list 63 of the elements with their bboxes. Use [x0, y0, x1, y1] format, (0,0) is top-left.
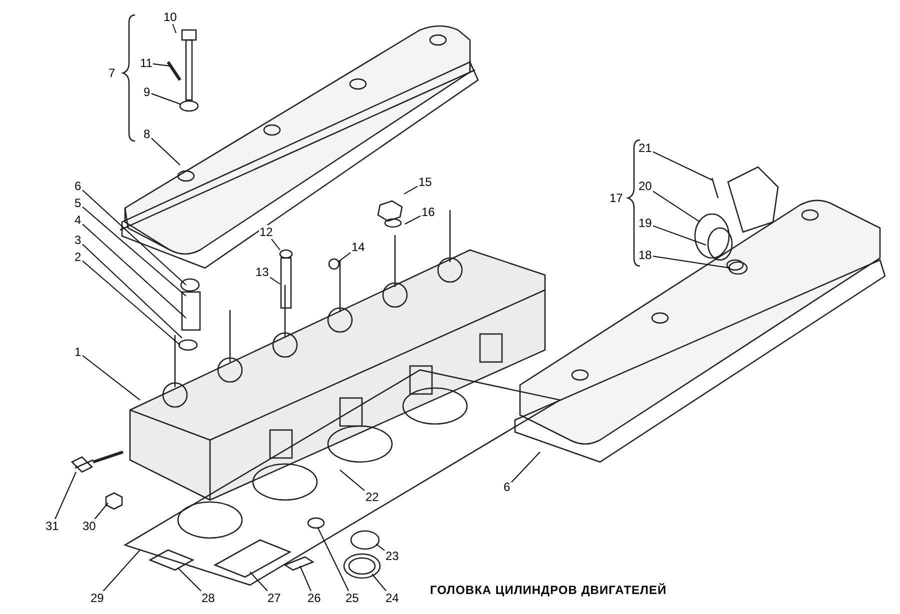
leader-line — [82, 354, 140, 400]
callout-number: 13 — [254, 265, 270, 279]
callout-number: 24 — [384, 591, 400, 605]
leader-line — [652, 256, 730, 268]
leader-line — [511, 452, 540, 483]
leader-line — [652, 151, 712, 180]
callout-number: 20 — [638, 179, 653, 193]
callout-number: 22 — [364, 490, 380, 504]
callout-number: 17 — [608, 191, 624, 205]
callout-number: 8 — [142, 127, 152, 141]
callout-number: 7 — [108, 66, 116, 80]
callout-number: 25 — [344, 591, 360, 605]
callout-number: 1 — [74, 345, 82, 359]
leader-line — [151, 138, 180, 166]
callout-number: 30 — [82, 519, 97, 533]
callout-number: 6 — [74, 179, 82, 193]
callout-number: 23 — [384, 549, 400, 563]
leader-line — [338, 252, 351, 262]
callout-number: 27 — [266, 591, 282, 605]
callout-number: 21 — [638, 141, 653, 155]
callout-number: 29 — [90, 591, 105, 605]
leader-line — [102, 550, 140, 592]
callout-number: 6 — [502, 480, 512, 494]
leader-line — [82, 224, 186, 318]
leader-line — [300, 566, 312, 592]
leader-line — [82, 206, 186, 296]
callout-number: 5 — [74, 196, 82, 210]
callout-number: 11 — [139, 56, 154, 70]
leader-line — [652, 190, 700, 222]
callout-number: 14 — [350, 240, 366, 254]
callout-number: 4 — [74, 213, 82, 227]
callout-number: 16 — [420, 205, 436, 219]
leader-line — [82, 190, 186, 286]
leader-line — [652, 225, 706, 246]
leader-line — [152, 63, 170, 66]
leader-line — [82, 244, 182, 338]
leader-line — [340, 470, 365, 492]
callout-number: 18 — [638, 248, 653, 262]
leader-line — [178, 568, 202, 592]
leader-line — [151, 93, 180, 104]
callout-number: 10 — [162, 10, 178, 24]
callout-number: 26 — [306, 591, 322, 605]
callout-number: 15 — [418, 175, 433, 189]
leader-line — [250, 572, 268, 592]
leader-line — [172, 24, 176, 34]
leader-line — [54, 472, 76, 520]
callout-number: 3 — [74, 233, 82, 247]
callout-number: 12 — [258, 225, 274, 239]
callout-number: 31 — [44, 519, 60, 533]
leader-line — [82, 260, 180, 346]
leader-line — [318, 528, 350, 592]
callout-number: 19 — [638, 216, 653, 230]
callout-number: 28 — [200, 591, 216, 605]
leader-line — [269, 276, 280, 284]
caption: ГОЛОВКА ЦИЛИНДРОВ ДВИГАТЕЛЕЙ — [430, 583, 667, 597]
leader-line — [270, 238, 280, 250]
leader-line — [404, 186, 418, 194]
leader-line — [376, 544, 385, 551]
leader-line — [372, 574, 387, 592]
callout-number: 2 — [74, 250, 82, 264]
callout-number: 9 — [142, 85, 152, 99]
leader-line — [404, 215, 421, 224]
leader-line — [94, 502, 108, 520]
